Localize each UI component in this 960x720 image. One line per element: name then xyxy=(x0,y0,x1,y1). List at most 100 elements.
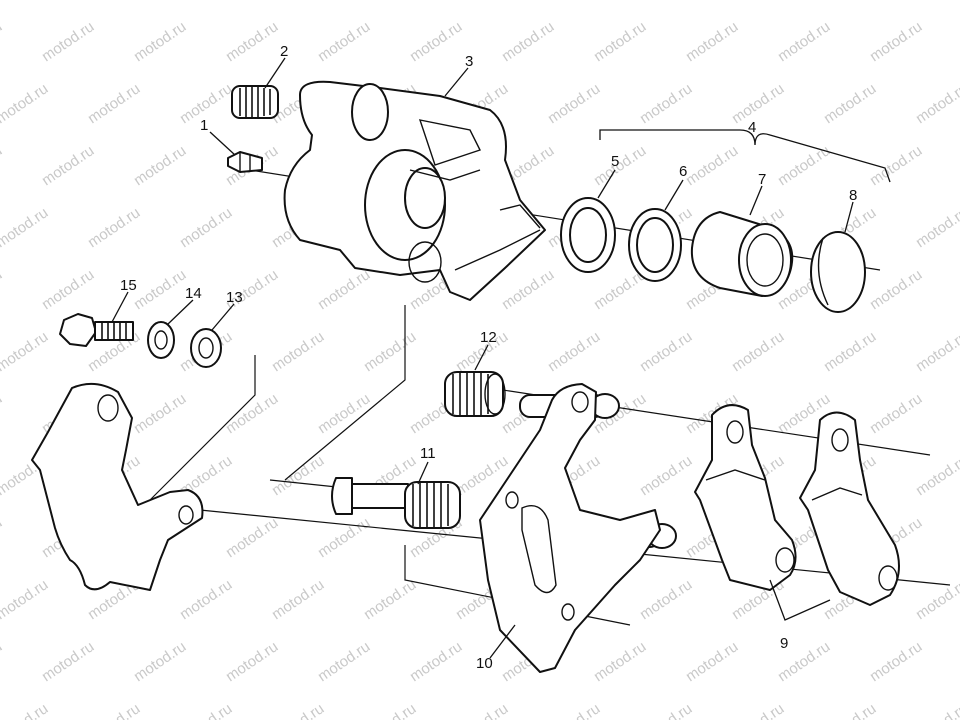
watermark-text: motod.ru xyxy=(913,700,960,720)
watermark-text: motod.ru xyxy=(85,0,144,3)
watermark-text: motod.ru xyxy=(913,452,960,499)
watermark-text: motod.ru xyxy=(361,0,420,3)
callout-11: 11 xyxy=(420,445,436,462)
watermark-text: motod.ru xyxy=(591,18,650,65)
pin-boot-upper xyxy=(444,371,506,417)
watermark-text: motod.ru xyxy=(177,204,236,251)
watermark-text: motod.ru xyxy=(177,0,236,3)
callout-1: 1 xyxy=(200,117,208,134)
watermark-text: motod.ru xyxy=(913,328,960,375)
callout-5: 5 xyxy=(611,153,619,170)
watermark-text: motod.ru xyxy=(407,18,466,65)
watermark-text: motod.ru xyxy=(867,18,926,65)
callout-8: 8 xyxy=(849,187,857,204)
watermark-text: motod.ru xyxy=(131,266,190,313)
watermark-text: motod.ru xyxy=(0,514,5,561)
caliper-bracket xyxy=(479,383,677,673)
callout-7: 7 xyxy=(758,171,766,188)
piston xyxy=(690,211,794,297)
watermark-text: motod.ru xyxy=(821,80,880,127)
watermark-text: motod.ru xyxy=(39,266,98,313)
watermark-text: motod.ru xyxy=(913,80,960,127)
watermark-text: motod.ru xyxy=(131,390,190,437)
watermark-text: motod.ru xyxy=(683,142,742,189)
watermark-text: motod.ru xyxy=(39,18,98,65)
watermark-text: motod.ru xyxy=(729,328,788,375)
leader-lines xyxy=(111,57,854,659)
watermark-text: motod.ru xyxy=(637,0,696,3)
piston-kit-bracket xyxy=(599,129,891,183)
dust-seal xyxy=(560,197,616,273)
callout-13: 13 xyxy=(226,289,243,306)
callout-12: 12 xyxy=(480,329,497,346)
watermark-text: motod.ru xyxy=(913,204,960,251)
watermark-text: motod.ru xyxy=(361,328,420,375)
watermark-text: motod.ru xyxy=(315,638,374,685)
watermark-text: motod.ru xyxy=(0,328,51,375)
watermark-text: motod.ru xyxy=(361,576,420,623)
watermark-text: motod.ru xyxy=(0,204,51,251)
bleeder-valve xyxy=(227,151,263,173)
brake-pad-inner xyxy=(694,404,797,591)
watermark-text: motod.ru xyxy=(0,80,51,127)
callout-14: 14 xyxy=(185,285,202,302)
brake-pad-outer xyxy=(799,411,900,606)
watermark-text: motod.ru xyxy=(913,0,960,3)
slide-pin-lower xyxy=(331,477,409,515)
callout-9: 9 xyxy=(780,635,788,652)
callout-labels: 1 2 3 4 5 6 7 8 9 10 11 12 13 14 15 xyxy=(120,43,857,672)
caliper-body xyxy=(283,80,546,301)
watermark-text: motod.ru xyxy=(0,638,5,685)
watermark-text: motod.ru xyxy=(177,700,236,720)
watermark-text: motod.ru xyxy=(591,638,650,685)
watermark-text: motod.ru xyxy=(0,18,5,65)
watermark-text: motod.ru xyxy=(683,18,742,65)
watermark-text: motod.ru xyxy=(453,0,512,3)
watermark-text: motod.ru xyxy=(545,700,604,720)
watermark-text: motod.ru xyxy=(729,80,788,127)
watermark-text: motod.ru xyxy=(545,0,604,3)
watermark-text: motod.ru xyxy=(637,80,696,127)
pin-boot-lower xyxy=(404,481,461,529)
lock-washer xyxy=(147,321,175,359)
watermark-text: motod.ru xyxy=(821,328,880,375)
watermark-text: motod.ru xyxy=(0,142,5,189)
watermark-text: motod.ru xyxy=(269,0,328,3)
watermark-text: motod.ru xyxy=(545,328,604,375)
watermark-text: motod.ru xyxy=(39,638,98,685)
watermark-text: motod.ru xyxy=(0,576,51,623)
watermark-text: motod.ru xyxy=(223,18,282,65)
watermark-text: motod.ru xyxy=(0,390,5,437)
watermark-text: motod.ru xyxy=(729,700,788,720)
watermark-text: motod.ru xyxy=(821,0,880,3)
watermark-text: motod.ru xyxy=(775,142,834,189)
watermark-text: motod.ru xyxy=(269,576,328,623)
watermark-text: motod.ru xyxy=(0,700,51,720)
watermark-text: motod.ru xyxy=(315,514,374,561)
watermark-text: motod.ru xyxy=(637,452,696,499)
watermark-text: motod.ru xyxy=(407,638,466,685)
watermark-text: motod.ru xyxy=(131,18,190,65)
watermark-text: motod.ru xyxy=(637,576,696,623)
watermark-text: motod.ru xyxy=(867,266,926,313)
watermark-text: motod.ru xyxy=(0,266,5,313)
watermark-text: motod.ru xyxy=(39,142,98,189)
watermark-text: motod.ru xyxy=(223,514,282,561)
callout-3: 3 xyxy=(465,53,473,70)
piston-cap xyxy=(810,231,866,313)
piston-seal xyxy=(628,208,682,282)
watermark-text: motod.ru xyxy=(361,700,420,720)
watermark-text: motod.ru xyxy=(867,638,926,685)
callout-10: 10 xyxy=(476,655,493,672)
callout-6: 6 xyxy=(679,163,687,180)
watermark-text: motod.ru xyxy=(269,328,328,375)
watermark-text: motod.ru xyxy=(85,204,144,251)
watermark-text: motod.ru xyxy=(499,266,558,313)
callout-15: 15 xyxy=(120,277,137,294)
watermark-text: motod.ru xyxy=(591,142,650,189)
watermark-text: motod.ru xyxy=(177,576,236,623)
watermark-text: motod.ru xyxy=(775,18,834,65)
watermark-text: motod.ru xyxy=(315,266,374,313)
watermark-text: motod.ru xyxy=(131,142,190,189)
